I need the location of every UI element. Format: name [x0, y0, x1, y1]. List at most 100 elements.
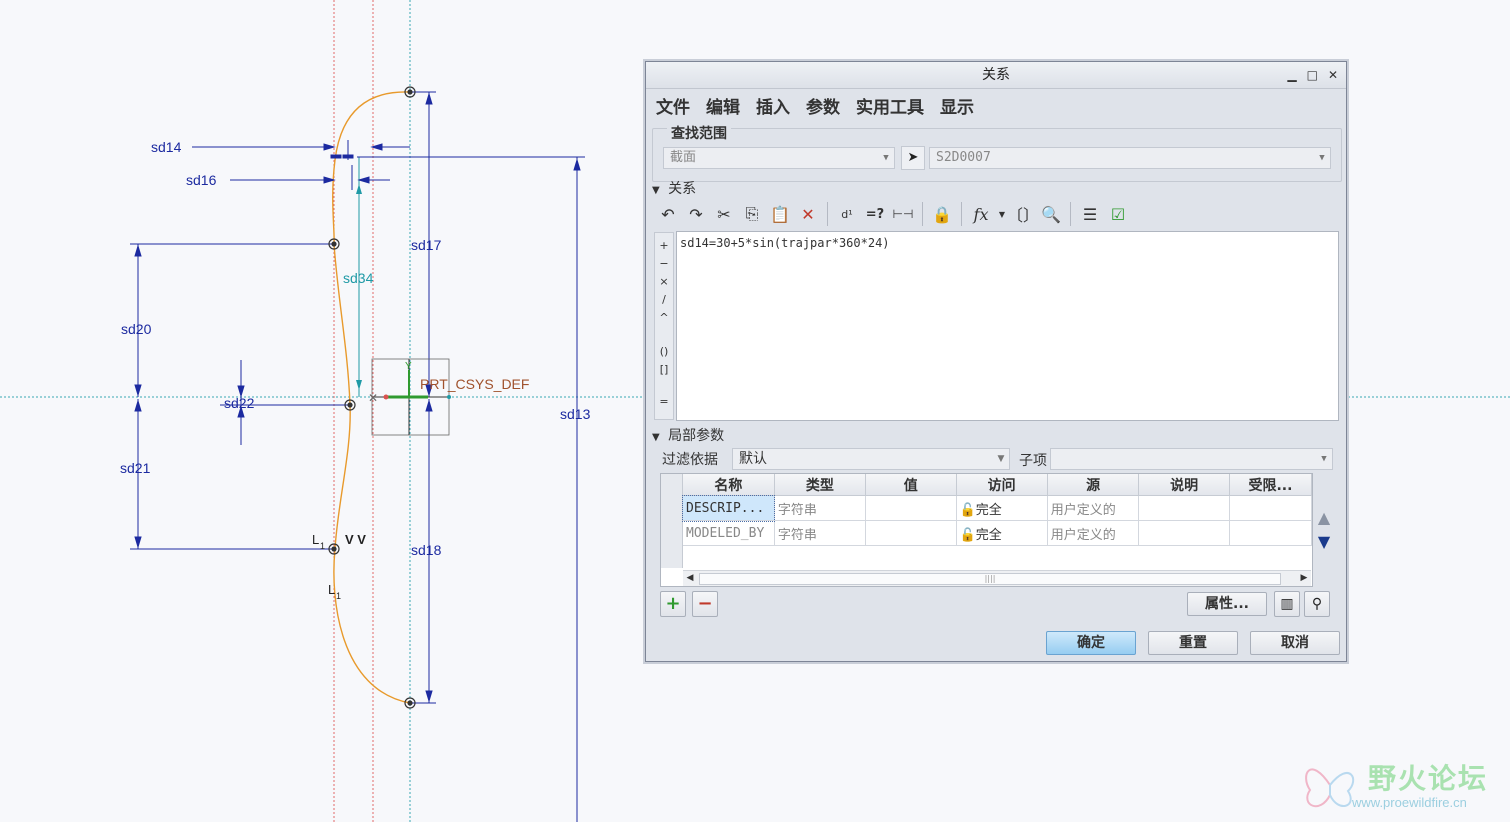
remove-param-button[interactable]: − [692, 591, 718, 617]
parameter-lookup-icon[interactable]: 🔍 [1041, 204, 1061, 224]
dim-label-sd16[interactable]: sd16 [186, 172, 217, 188]
param-access[interactable]: 🔓完全 [956, 495, 1048, 521]
chevron-down-icon: ▼ [997, 454, 1005, 464]
columns-icon[interactable]: ▥ [1274, 591, 1300, 617]
param-value[interactable] [865, 520, 957, 546]
param-source[interactable]: 用户定义的 [1047, 495, 1140, 521]
move-down-icon[interactable]: ▼ [1317, 532, 1331, 551]
horizontal-scrollbar[interactable]: ◀ |||| ▶ [683, 570, 1311, 586]
op-divide[interactable]: / [662, 293, 666, 306]
col-name[interactable]: 名称 [683, 474, 775, 496]
table-row[interactable]: MODELED_BY 字符串 🔓完全 用户定义的 [683, 520, 1313, 546]
close-icon[interactable]: ✕ [1327, 68, 1338, 82]
dim-label-sd34[interactable]: sd34 [343, 270, 374, 286]
copy-icon[interactable]: ⎘ [745, 204, 759, 223]
col-desc[interactable]: 说明 [1138, 474, 1230, 496]
param-desc[interactable] [1138, 495, 1230, 521]
dim-label-sd18[interactable]: sd18 [411, 542, 442, 558]
param-name[interactable]: MODELED_BY [683, 520, 775, 546]
reset-button[interactable]: 重置 [1148, 631, 1238, 655]
dim-label-sd13[interactable]: sd13 [560, 406, 591, 422]
menu-utilities[interactable]: 实用工具 [856, 97, 924, 118]
dim-sd13 [357, 156, 585, 822]
col-restricted[interactable]: 受限... [1229, 474, 1313, 496]
op-parens[interactable]: () [659, 345, 669, 358]
spline-points [328, 86, 416, 709]
dim-label-sd17[interactable]: sd17 [411, 237, 442, 253]
op-equals[interactable]: = [659, 395, 669, 408]
scroll-right-icon[interactable]: ▶ [1300, 573, 1308, 583]
op-power[interactable]: ^ [659, 311, 669, 324]
filter-label: 过滤依据 [662, 452, 718, 468]
param-type[interactable]: 字符串 [774, 520, 867, 546]
lock-relations-icon[interactable]: 🔒 [932, 204, 952, 224]
watermark-url: www.proewildfire.cn [1352, 795, 1467, 810]
move-up-icon[interactable]: ▲ [1317, 508, 1331, 527]
svg-text:✕: ✕ [368, 391, 378, 405]
relations-editor[interactable]: sd14=30+5*sin(trajpar*360*24) [676, 231, 1339, 421]
param-access[interactable]: 🔓完全 [956, 520, 1048, 546]
filter-value: 默认 [739, 451, 767, 467]
constraint-l1-a: L [312, 532, 319, 547]
param-name[interactable]: DESCRIP... [681, 494, 776, 522]
col-source[interactable]: 源 [1047, 474, 1140, 496]
param-type[interactable]: 字符串 [774, 495, 867, 521]
dim-label-sd14[interactable]: sd14 [151, 139, 182, 155]
show-dimension-values-icon[interactable]: d¹ [841, 207, 853, 221]
object-select[interactable]: S2D0007 ▼ [929, 147, 1331, 169]
param-desc[interactable] [1138, 520, 1230, 546]
cut-icon[interactable]: ✂ [717, 204, 731, 224]
param-source[interactable]: 用户定义的 [1047, 520, 1140, 546]
filter-select[interactable]: 默认 ▼ [732, 448, 1010, 470]
menu-insert[interactable]: 插入 [756, 97, 790, 118]
param-restricted[interactable] [1229, 520, 1313, 546]
paste-icon[interactable]: 📋 [770, 204, 790, 224]
maximize-icon[interactable]: □ [1306, 68, 1318, 82]
scroll-left-icon[interactable]: ◀ [686, 573, 694, 583]
col-value[interactable]: 值 [865, 474, 957, 496]
dim-label-sd20[interactable]: sd20 [121, 321, 152, 337]
measure-icon[interactable]: ⊢⊣ [892, 207, 914, 221]
brackets-icon[interactable]: 〔〕 [1007, 206, 1040, 225]
menu-parameters[interactable]: 参数 [806, 97, 840, 118]
dim-label-sd21[interactable]: sd21 [120, 460, 151, 476]
dim-label-sd22[interactable]: sd22 [224, 395, 255, 411]
op-plus[interactable]: + [659, 239, 669, 252]
op-brackets[interactable]: [] [659, 363, 669, 376]
op-multiply[interactable]: × [659, 275, 669, 288]
function-icon[interactable]: fx [973, 204, 989, 224]
col-type[interactable]: 类型 [774, 474, 867, 496]
function-dropdown-icon[interactable]: ▼ [998, 209, 1006, 219]
table-row[interactable]: DESCRIP... 字符串 🔓完全 用户定义的 [681, 494, 1313, 522]
param-restricted[interactable] [1229, 495, 1313, 521]
relations-section-header[interactable]: ▼ 关系 [652, 180, 1340, 198]
constraint-l1-a-sub: 1 [320, 541, 325, 551]
cancel-button[interactable]: 取消 [1250, 631, 1340, 655]
ok-button[interactable]: 确定 [1046, 631, 1136, 655]
select-cursor-button[interactable]: ➤ [901, 146, 925, 170]
svg-text:Y: Y [405, 361, 412, 372]
param-value[interactable] [865, 495, 957, 521]
delete-icon[interactable]: ✕ [801, 204, 815, 224]
evaluate-icon[interactable]: =? [865, 206, 885, 222]
child-select[interactable]: ▼ [1050, 448, 1333, 470]
sort-relations-icon[interactable]: ☰ [1082, 204, 1098, 224]
op-minus[interactable]: − [659, 257, 669, 270]
menu-file[interactable]: 文件 [656, 97, 690, 118]
add-param-button[interactable]: + [660, 591, 686, 617]
scroll-thumb[interactable]: |||| [699, 573, 1281, 585]
scope-select[interactable]: 截面 ▼ [663, 147, 895, 169]
verify-relations-icon[interactable]: ☑ [1110, 204, 1126, 224]
menu-edit[interactable]: 编辑 [706, 97, 740, 118]
butterfly-logo-icon [1305, 768, 1355, 808]
col-access[interactable]: 访问 [956, 474, 1048, 496]
binoculars-icon[interactable]: ⚲ [1304, 591, 1330, 617]
dialog-titlebar[interactable]: 关系 ▁ □ ✕ [646, 62, 1346, 89]
minimize-icon[interactable]: ▁ [1287, 68, 1297, 82]
menu-display[interactable]: 显示 [940, 97, 974, 118]
local-params-section-header[interactable]: ▼ 局部参数 [652, 427, 1340, 445]
redo-icon[interactable]: ↷ [689, 204, 703, 224]
properties-button[interactable]: 属性... [1187, 592, 1267, 616]
undo-icon[interactable]: ↶ [661, 204, 675, 224]
